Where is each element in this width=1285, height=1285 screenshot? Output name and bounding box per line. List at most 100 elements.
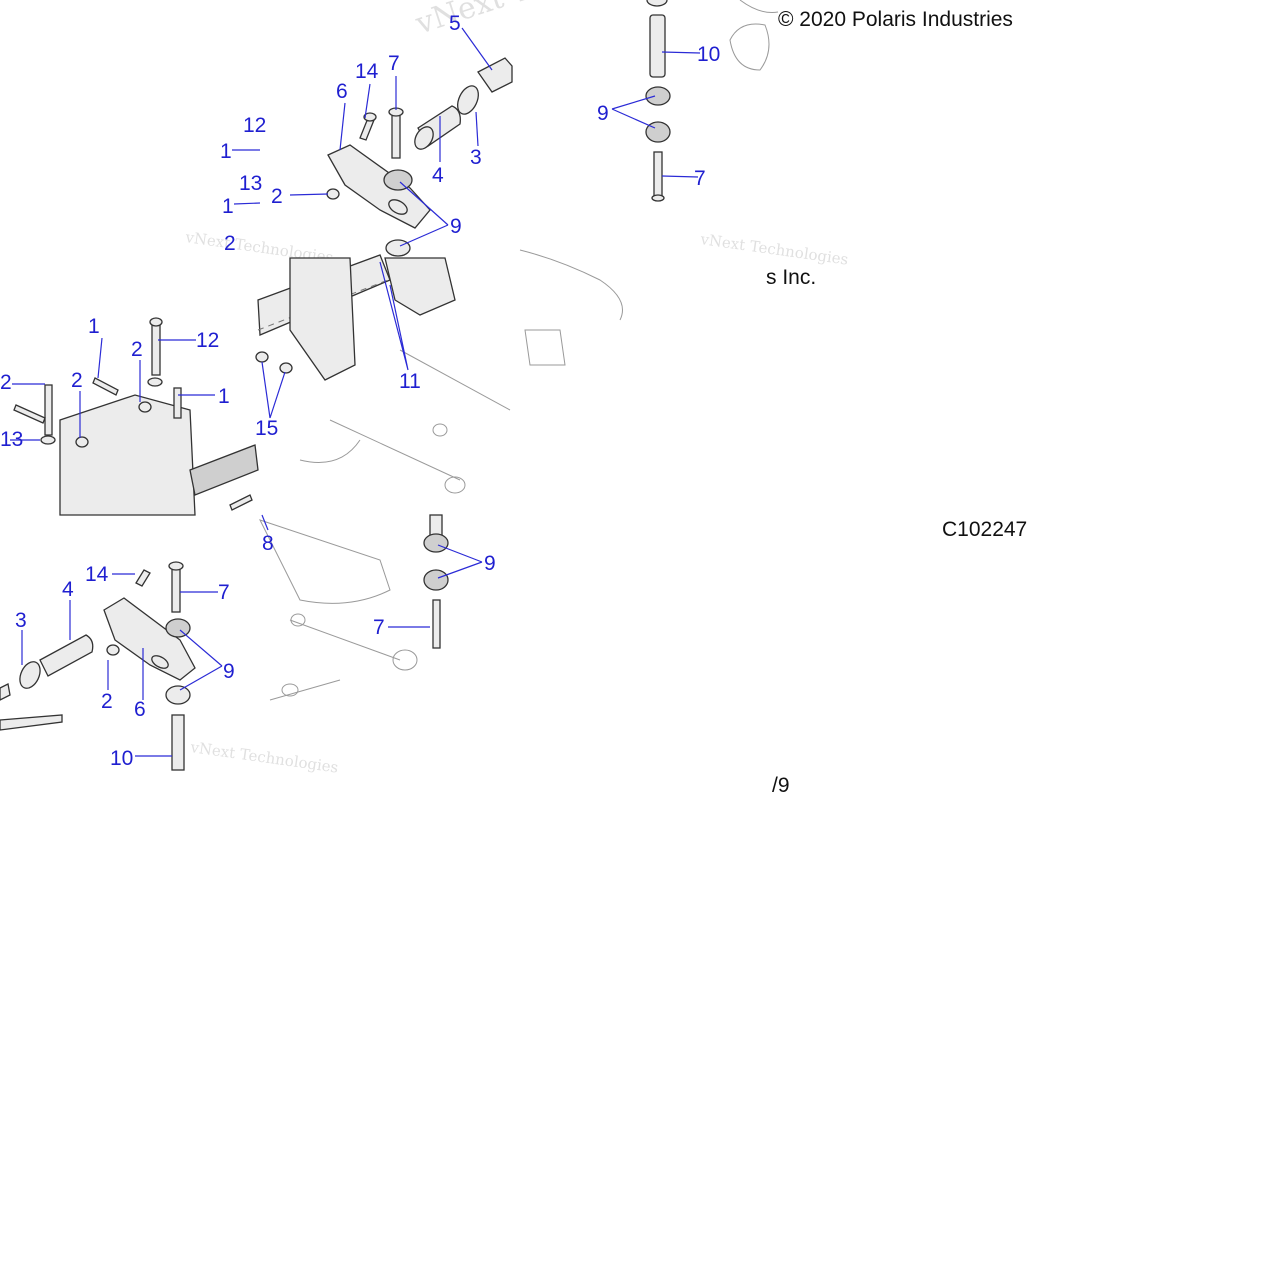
ghost-mount (432, 423, 448, 437)
bolt (44, 384, 53, 436)
o-ring (457, 85, 479, 115)
callout-11[interactable]: 11 (399, 370, 421, 393)
bracket-slot (151, 655, 169, 669)
callout-12[interactable]: 12 (196, 329, 219, 352)
bolt (173, 387, 182, 419)
callouts: 5 14 7 6 4 3 2 9 12 1 13 1 2 10 9 7 1 12… (0, 12, 720, 770)
ghost-mount (392, 649, 418, 671)
tile-center (255, 249, 623, 494)
mount-bracket (289, 257, 356, 381)
rubber-mount (165, 618, 191, 638)
callout-1[interactable]: 1 (220, 140, 232, 163)
callout-7[interactable]: 7 (388, 52, 400, 75)
tile-bottom-left (0, 561, 196, 771)
callout-5[interactable]: 5 (449, 12, 461, 35)
tile-center-left (13, 317, 259, 516)
callout-9[interactable]: 9 (223, 660, 235, 683)
rubber-mount (645, 86, 671, 106)
bolt-head (168, 561, 184, 571)
callout-13[interactable]: 13 (239, 172, 262, 195)
callout-9[interactable]: 9 (450, 215, 462, 238)
callout-9[interactable]: 9 (484, 552, 496, 575)
nut (106, 644, 120, 656)
screw (135, 569, 151, 587)
ghost-line (739, 0, 779, 13)
callout-4[interactable]: 4 (62, 578, 74, 601)
bolt-head (651, 194, 665, 202)
callout-2[interactable]: 2 (131, 338, 143, 361)
leader-lines (10, 27, 701, 757)
callout-2[interactable]: 2 (101, 690, 113, 713)
callout-8[interactable]: 8 (262, 532, 274, 555)
crossmember (59, 394, 196, 516)
callout-6[interactable]: 6 (134, 698, 146, 721)
rubber-mount (423, 533, 449, 553)
pivot-bolt (0, 714, 63, 731)
ghost-bushing (729, 23, 770, 71)
tile-top-right (645, 0, 779, 202)
callout-3[interactable]: 3 (15, 609, 27, 632)
ghost-mount (290, 613, 306, 627)
callout-14[interactable]: 14 (85, 563, 109, 586)
callout-2[interactable]: 2 (224, 232, 236, 255)
callout-13[interactable]: 13 (0, 428, 23, 451)
shaft-end (477, 57, 513, 93)
nut (255, 351, 269, 363)
bracket-slot (388, 199, 408, 215)
callout-12[interactable]: 12 (243, 114, 266, 137)
tile-bottom-middle (259, 514, 449, 701)
bolt (171, 566, 181, 613)
rubber-mount (423, 569, 449, 591)
bolt-head (149, 317, 163, 327)
callout-7[interactable]: 7 (694, 167, 706, 190)
ghost-mount (281, 683, 299, 697)
washer (40, 435, 56, 445)
shaft-end (0, 683, 11, 701)
ghost-frame (259, 519, 391, 604)
screw-head (363, 112, 377, 122)
watermarks: vNext Technologies vNext Technologies vN… (183, 0, 849, 777)
callout-4[interactable]: 4 (432, 164, 444, 187)
watermark: vNext Technologies (698, 230, 849, 269)
tile-top-middle (326, 57, 513, 257)
nut (279, 362, 293, 374)
ghost-arms (269, 619, 401, 701)
callout-14[interactable]: 14 (355, 60, 379, 83)
figure-id: C102247 (942, 518, 1027, 541)
callout-3[interactable]: 3 (470, 146, 482, 169)
callout-2[interactable]: 2 (271, 185, 283, 208)
callout-10[interactable]: 10 (697, 43, 720, 66)
nut (138, 401, 152, 413)
bolt (391, 111, 401, 159)
ghost-bushing (524, 329, 566, 366)
bolt (151, 324, 161, 376)
shaft (189, 444, 259, 496)
callout-2[interactable]: 2 (71, 369, 83, 392)
ghost-arms (299, 349, 511, 481)
callout-9[interactable]: 9 (597, 102, 609, 125)
bracket (327, 144, 431, 229)
callout-15[interactable]: 15 (255, 417, 278, 440)
pin (229, 494, 253, 511)
callout-1[interactable]: 1 (218, 385, 230, 408)
washer (147, 377, 163, 387)
callout-1[interactable]: 1 (222, 195, 234, 218)
bolt (92, 377, 119, 396)
nut (75, 436, 89, 448)
callout-1[interactable]: 1 (88, 315, 100, 338)
rubber-mount (383, 169, 413, 191)
callout-2[interactable]: 2 (0, 371, 12, 394)
callout-6[interactable]: 6 (336, 80, 348, 103)
bushing-flange (414, 126, 434, 150)
meta-text: © 2020 Polaris Industries s Inc. C102247… (766, 8, 1027, 797)
callout-7[interactable]: 7 (218, 581, 230, 604)
spacer-tube (649, 14, 666, 78)
company-suffix: s Inc. (766, 266, 816, 289)
bracket (103, 597, 196, 681)
rubber-mount (385, 239, 411, 257)
callout-10[interactable]: 10 (110, 747, 133, 770)
copyright: © 2020 Polaris Industries (778, 8, 1013, 31)
watermark: vNext Technologies (188, 738, 339, 777)
callout-7[interactable]: 7 (373, 616, 385, 639)
